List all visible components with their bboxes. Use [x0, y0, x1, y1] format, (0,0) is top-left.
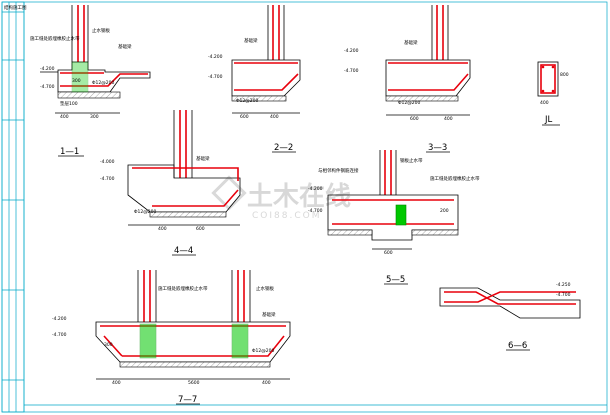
note-a: 基础梁 — [196, 155, 210, 162]
dim-c: 400 — [444, 116, 453, 122]
rebar — [234, 62, 299, 91]
section-title: 6—6 — [508, 341, 527, 351]
dim-a: Φ12@200 — [134, 209, 156, 215]
section-6-6: -4.250 -4.700 6—6 — [439, 282, 581, 351]
note-a: 基础梁 — [404, 39, 418, 46]
note-b: 止水钢板 — [92, 27, 110, 34]
dim-c: 600 — [196, 226, 205, 232]
note-b: 止水钢板 — [256, 285, 274, 292]
elev-a: -4.200 — [52, 316, 67, 322]
dim-b: 600 — [240, 114, 249, 120]
note-a: 施工缝处嵌埋橡胶止水带 — [158, 285, 208, 292]
dim-a: Φ12@200 — [252, 348, 274, 354]
jl-detail: 800 400 JL — [537, 61, 569, 126]
elev-a: -4.000 — [100, 159, 115, 165]
elev-a: -4.200 — [40, 66, 55, 72]
waterstop — [395, 204, 407, 226]
rebar — [388, 62, 469, 91]
blinding-layer — [119, 361, 271, 368]
note-c: 基础梁 — [118, 43, 132, 50]
jl-outline — [537, 61, 559, 97]
note-a: 基础梁 — [244, 37, 258, 44]
stamp-text: 结构施工图 — [4, 4, 27, 11]
section-title: 5—5 — [386, 275, 405, 285]
elev-b: -4.700 — [344, 68, 359, 74]
dim-a: 200 — [440, 208, 449, 214]
blinding-layer — [149, 211, 227, 218]
dim-c: 垫层100 — [60, 100, 78, 107]
elev-b: -4.700 — [100, 176, 115, 182]
section-title: 3—3 — [428, 143, 447, 153]
elev-b: -4.700 — [40, 84, 55, 90]
section-7-7: -4.200 -4.700 Φ12@200 300 5600 400 400 施… — [52, 270, 291, 405]
section-title: 1—1 — [60, 147, 79, 157]
dim-e: 300 — [90, 114, 99, 120]
column-left — [137, 270, 157, 322]
column-1-1 — [71, 5, 89, 62]
section-2-2: -4.200 -4.700 Φ12@200 600 400 基础梁 2—2 — [208, 5, 301, 153]
dim-c: 400 — [270, 114, 279, 120]
watermark-sub: COI88.COM — [252, 211, 321, 221]
rebar — [100, 325, 286, 357]
section-4-4: -4.000 -4.700 Φ12@200 400 600 基础梁 4—4 — [100, 110, 241, 256]
waterstop-right — [231, 323, 249, 359]
elev-b: -4.700 — [308, 208, 323, 214]
rebar — [332, 199, 454, 225]
elev-b: -4.700 — [52, 332, 67, 338]
waterstop-zone — [71, 61, 89, 93]
note-c: 基础梁 — [262, 311, 276, 318]
dim-b: 800 — [560, 72, 569, 78]
section-1-1: -4.200 -4.700 Φ12@200 300 垫层100 400 300 … — [30, 5, 151, 157]
note-a: 施工缝处嵌埋橡胶止水带 — [30, 35, 80, 42]
elev-a: -4.200 — [208, 54, 223, 60]
watermark: 土木在线 COI88.COM — [211, 175, 351, 221]
section-title: 4—4 — [174, 246, 193, 256]
blinding-right — [411, 229, 459, 236]
rebar — [132, 167, 239, 207]
waterstop-left — [139, 323, 157, 359]
dim-a: Φ12@200 — [398, 100, 420, 106]
dim-b: 300 — [72, 78, 81, 84]
dim-d: 400 — [112, 380, 121, 386]
elev-b: -4.700 — [208, 74, 223, 80]
dim-e: 400 — [262, 380, 271, 386]
jl-title: JL — [544, 115, 553, 125]
note-a: 钢板止水带 — [400, 157, 423, 164]
note-c: 施工缝处嵌埋橡胶止水带 — [430, 175, 480, 182]
watermark-text: 土木在线 — [247, 182, 351, 212]
blinding-layer — [57, 91, 121, 99]
rebar-bottom — [60, 73, 148, 87]
blinding-layer — [231, 95, 287, 102]
dim-b: 600 — [410, 116, 419, 122]
column-right — [231, 270, 251, 322]
section-5-5: -4.200 -4.700 200 600 钢板止水带 与相邻构件钢筋连接 施工… — [308, 150, 480, 285]
dim-b: 300 — [104, 342, 113, 348]
dim-a: Φ12@200 — [92, 80, 114, 86]
blinding-layer — [385, 95, 459, 102]
elev-a: -4.200 — [308, 186, 323, 192]
dim-a: Φ12@200 — [236, 98, 258, 104]
blinding-left — [327, 229, 373, 236]
section-title: 2—2 — [274, 143, 293, 153]
note-b: 与相邻构件钢筋连接 — [318, 167, 359, 174]
beam-outline — [439, 287, 581, 319]
dim-d: 400 — [60, 114, 69, 120]
section-title: 7—7 — [178, 395, 197, 405]
dim-b: 600 — [384, 250, 393, 256]
section-3-3: -4.200 -4.700 Φ12@200 600 400 基础梁 3—3 — [344, 5, 471, 153]
dim-a: 400 — [540, 100, 549, 106]
dim-c: 5600 — [188, 380, 200, 386]
elev-b: -4.700 — [556, 292, 571, 298]
elev-a: -4.200 — [344, 48, 359, 54]
beam-outline — [385, 59, 471, 97]
elev-a: -4.250 — [556, 282, 571, 288]
jl-stirrup — [540, 64, 556, 94]
beam-outline — [127, 164, 241, 213]
dim-b: 400 — [158, 226, 167, 232]
rebar — [444, 291, 576, 305]
